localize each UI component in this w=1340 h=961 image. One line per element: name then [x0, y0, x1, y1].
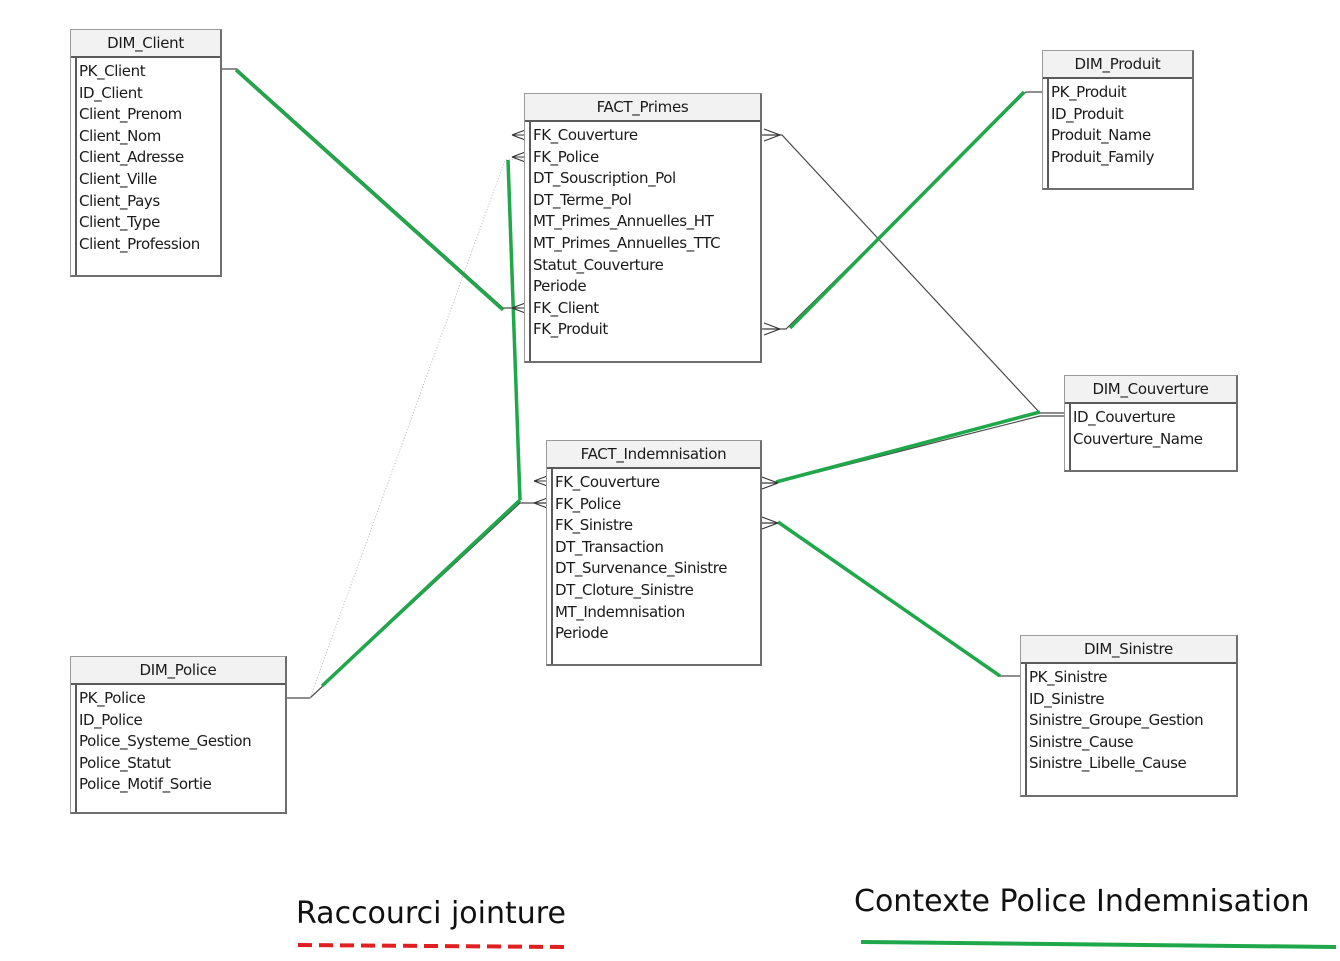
field: Police_Motif_Sortie [79, 775, 212, 794]
legend-shortcut-label: Raccourci jointure [296, 896, 566, 931]
table-dim-couverture[interactable]: DIM_Couverture ID_Couverture Couverture_… [1064, 375, 1238, 472]
table-fact-indemnisation[interactable]: FACT_Indemnisation FK_Couverture FK_Poli… [546, 440, 762, 666]
crowfoot-indemn-sinistre [761, 516, 779, 530]
field: FK_Police [533, 147, 599, 166]
field: ID_Produit [1051, 104, 1124, 123]
context-client-primes [234, 68, 505, 312]
crowfoot-primes-couverture-right [763, 128, 781, 142]
field-list: PK_Police ID_Police Police_Systeme_Gesti… [75, 685, 285, 812]
field: PK_Police [79, 689, 146, 707]
context-sinistre-indemnisation [777, 520, 1001, 678]
field-list: ID_Couverture Couverture_Name [1069, 404, 1236, 470]
field: DT_Survenance_Sinistre [555, 559, 728, 578]
field: DT_Terme_Pol [533, 190, 632, 209]
field-list: PK_Client ID_Client Client_Prenom Client… [75, 58, 220, 275]
field: FK_Police [555, 494, 621, 513]
field: Periode [555, 624, 609, 643]
context-lines [234, 68, 1041, 688]
field: Client_Pays [79, 191, 160, 210]
field-list: FK_Couverture FK_Police FK_Sinistre DT_T… [551, 469, 760, 664]
field: FK_Sinistre [555, 516, 633, 535]
field: Client_Prenom [79, 105, 182, 124]
table-title: DIM_Police [71, 657, 285, 685]
table-dim-client[interactable]: DIM_Client PK_Client ID_Client Client_Pr… [70, 29, 222, 277]
table-title: DIM_Client [71, 30, 220, 58]
field: Police_Statut [79, 753, 171, 772]
field: Sinistre_Libelle_Cause [1029, 754, 1187, 773]
table-title: DIM_Couverture [1065, 376, 1236, 404]
table-dim-sinistre[interactable]: DIM_Sinistre PK_Sinistre ID_Sinistre Sin… [1020, 635, 1238, 797]
crowfoot-primes-produit [763, 322, 781, 336]
field: Client_Profession [79, 234, 200, 253]
legend-lines [297, 940, 1337, 949]
field: Client_Type [79, 213, 160, 232]
legend-context-label: Contexte Police Indemnisation [854, 884, 1310, 919]
field: MT_Indemnisation [555, 602, 685, 621]
table-title: DIM_Produit [1043, 51, 1192, 79]
legend-shortcut-line [297, 943, 567, 949]
field: ID_Couverture [1073, 408, 1176, 426]
field-list: PK_Produit ID_Produit Produit_Name Produ… [1047, 79, 1192, 188]
field: Client_Nom [79, 126, 161, 145]
table-dim-produit[interactable]: DIM_Produit PK_Produit ID_Produit Produi… [1042, 50, 1194, 190]
field: PK_Client [79, 62, 146, 80]
crowfoot-indemn-couverture-right [761, 476, 779, 490]
field: Sinistre_Cause [1029, 732, 1134, 751]
field: Couverture_Name [1073, 429, 1203, 448]
field: Client_Ville [79, 169, 157, 188]
field: FK_Couverture [555, 473, 660, 491]
field: Produit_Family [1051, 147, 1155, 166]
field: DT_Transaction [555, 537, 664, 556]
field-list: PK_Sinistre ID_Sinistre Sinistre_Groupe_… [1025, 664, 1236, 795]
field: ID_Sinistre [1029, 689, 1105, 708]
field: MT_Primes_Annuelles_HT [533, 212, 714, 231]
table-title: FACT_Indemnisation [547, 441, 760, 469]
table-title: DIM_Sinistre [1021, 636, 1236, 664]
context-produit-primes [788, 90, 1026, 330]
context-couverture-indemnisation [775, 410, 1041, 484]
field: DT_Cloture_Sinistre [555, 580, 694, 599]
field: Periode [533, 277, 587, 296]
field: FK_Couverture [533, 126, 638, 144]
field: Police_Systeme_Gestion [79, 732, 252, 751]
field: FK_Produit [533, 320, 608, 339]
context-primes-indemnisation-police [506, 159, 522, 501]
field-list: FK_Couverture FK_Police DT_Souscription_… [529, 122, 760, 361]
field: Sinistre_Groupe_Gestion [1029, 711, 1204, 730]
field: Produit_Name [1051, 126, 1151, 145]
field: FK_Client [533, 298, 599, 317]
field: DT_Souscription_Pol [533, 169, 676, 188]
field: MT_Primes_Annuelles_TTC [533, 233, 721, 252]
field: Statut_Couverture [533, 255, 664, 274]
table-title: FACT_Primes [525, 94, 760, 122]
field: PK_Sinistre [1029, 668, 1108, 686]
context-police-indemnisation [320, 498, 522, 688]
field: PK_Produit [1051, 83, 1127, 101]
legend-context-line [860, 940, 1337, 949]
table-fact-primes[interactable]: FACT_Primes FK_Couverture FK_Police DT_S… [524, 93, 762, 363]
field: ID_Police [79, 710, 143, 729]
table-dim-police[interactable]: DIM_Police PK_Police ID_Police Police_Sy… [70, 656, 287, 814]
field: ID_Client [79, 83, 143, 102]
field: Client_Adresse [79, 148, 184, 167]
